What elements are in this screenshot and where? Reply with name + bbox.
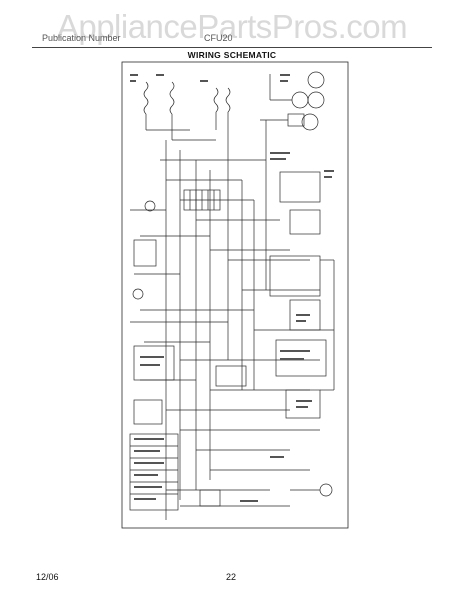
- motor-group-top-right: [260, 71, 325, 131]
- schematic-frame: [121, 61, 349, 529]
- horizontal-runs: [130, 159, 334, 507]
- publication-label: Publication Number: [42, 33, 121, 43]
- coil-group-top-left: [143, 81, 231, 141]
- watermark: AppliancePartsPros.com: [56, 8, 408, 45]
- title-rule: WIRING SCHEMATIC: [32, 47, 432, 60]
- footer-date: 12/06: [36, 572, 59, 582]
- wiring-schematic: [121, 61, 349, 529]
- left-components: [129, 200, 179, 511]
- right-components: [269, 171, 335, 497]
- main-bus: [165, 120, 267, 520]
- center-connector: [183, 189, 247, 507]
- page-title: WIRING SCHEMATIC: [187, 50, 277, 60]
- model-label: CFU20: [204, 33, 233, 43]
- page-number: 22: [226, 572, 237, 582]
- label-marks: [130, 74, 334, 502]
